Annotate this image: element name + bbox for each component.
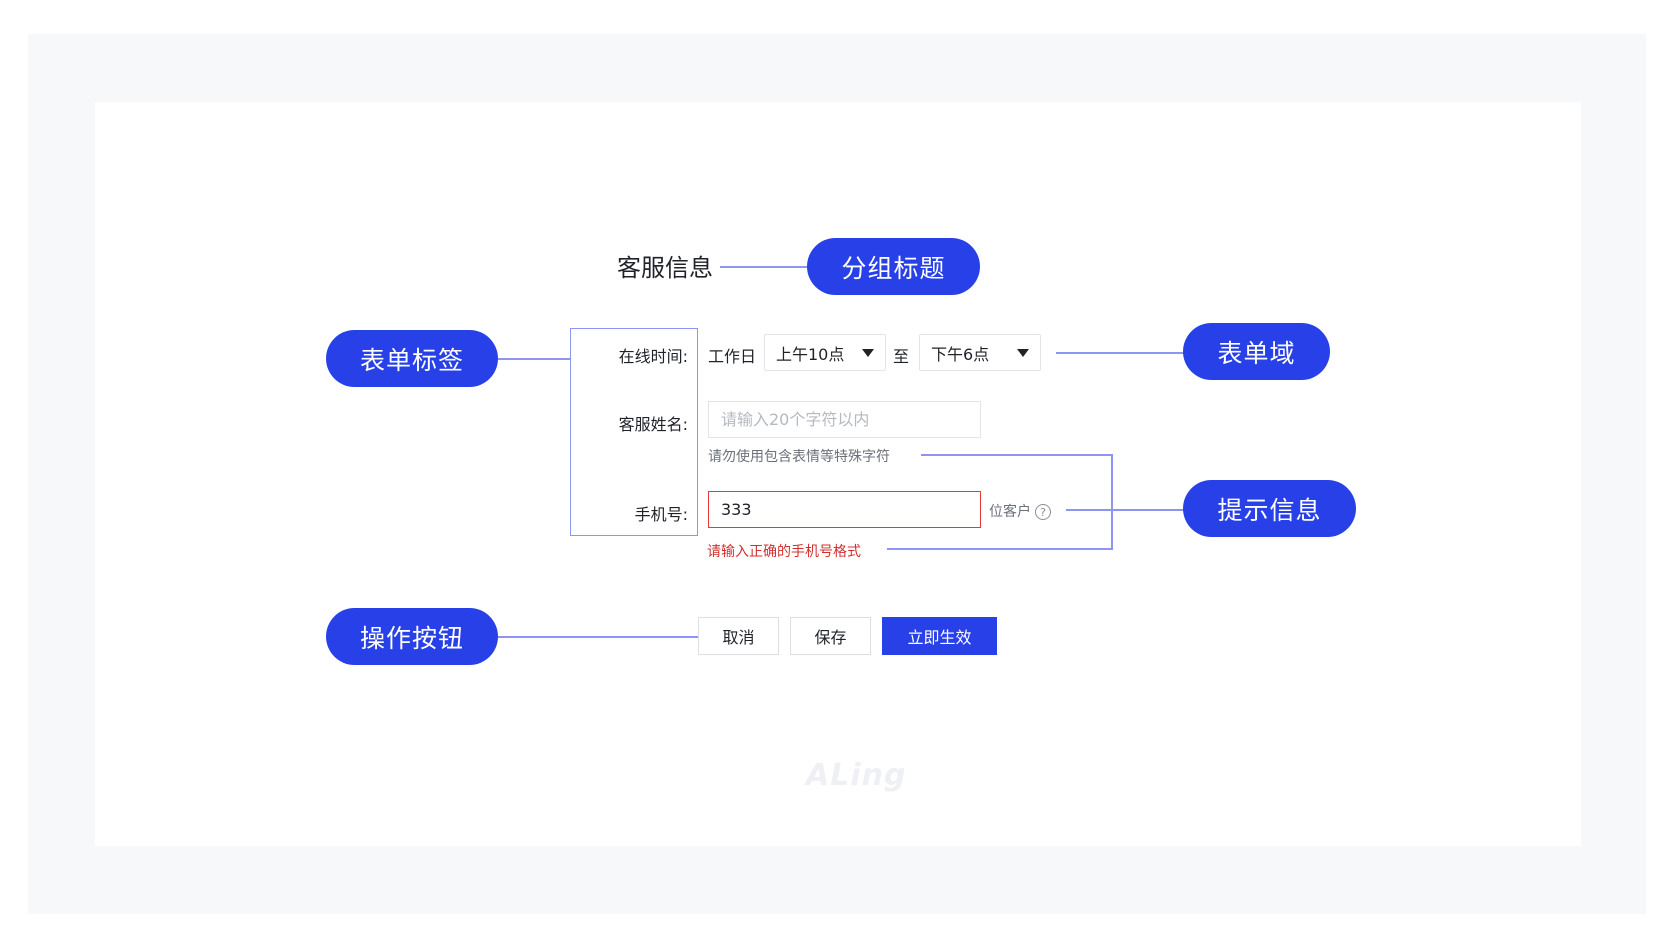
connector-hint-vertical — [1111, 454, 1113, 549]
workday-text: 工作日 — [708, 347, 757, 366]
form-labels-outline — [570, 328, 698, 536]
callout-group-title: 分组标题 — [807, 238, 980, 295]
group-title: 客服信息 — [617, 254, 713, 282]
callout-action-buttons: 操作按钮 — [326, 608, 498, 665]
callout-form-label: 表单标签 — [326, 330, 498, 387]
connector-action-buttons — [498, 636, 698, 638]
watermark-logo: ALing — [806, 758, 907, 793]
online-time-label: 在线时间: — [618, 347, 688, 366]
cancel-button[interactable]: 取消 — [698, 617, 779, 655]
end-time-select[interactable]: 下午6点 — [919, 334, 1041, 371]
connector-hint-bottom — [887, 548, 1113, 550]
start-time-value: 上午10点 — [776, 344, 845, 364]
agent-name-label: 客服姓名: — [618, 415, 688, 434]
phone-input[interactable] — [708, 491, 981, 528]
customer-suffix-text: 位客户 — [989, 504, 1031, 520]
connector-hint-top — [921, 454, 1112, 456]
phone-error-message: 请输入正确的手机号格式 — [707, 544, 861, 560]
apply-now-button[interactable]: 立即生效 — [882, 617, 997, 655]
help-icon[interactable]: ? — [1035, 504, 1051, 520]
chevron-down-icon — [862, 349, 874, 357]
save-button[interactable]: 保存 — [790, 617, 871, 655]
end-time-value: 下午6点 — [931, 344, 990, 364]
connector-hint-info — [1066, 509, 1184, 511]
callout-form-field: 表单域 — [1183, 323, 1330, 380]
customer-suffix: 位客户? — [989, 501, 1051, 521]
chevron-down-icon — [1017, 349, 1029, 357]
agent-name-input[interactable] — [708, 401, 981, 438]
form-card — [95, 102, 1581, 846]
connector-form-label — [498, 358, 571, 360]
start-time-select[interactable]: 上午10点 — [764, 334, 886, 371]
phone-label: 手机号: — [634, 505, 688, 524]
callout-hint-info: 提示信息 — [1183, 480, 1356, 537]
connector-form-field — [1056, 352, 1184, 354]
connector-group-title — [720, 266, 808, 268]
agent-name-hint: 请勿使用包含表情等特殊字符 — [708, 449, 890, 465]
range-separator: 至 — [893, 347, 910, 366]
